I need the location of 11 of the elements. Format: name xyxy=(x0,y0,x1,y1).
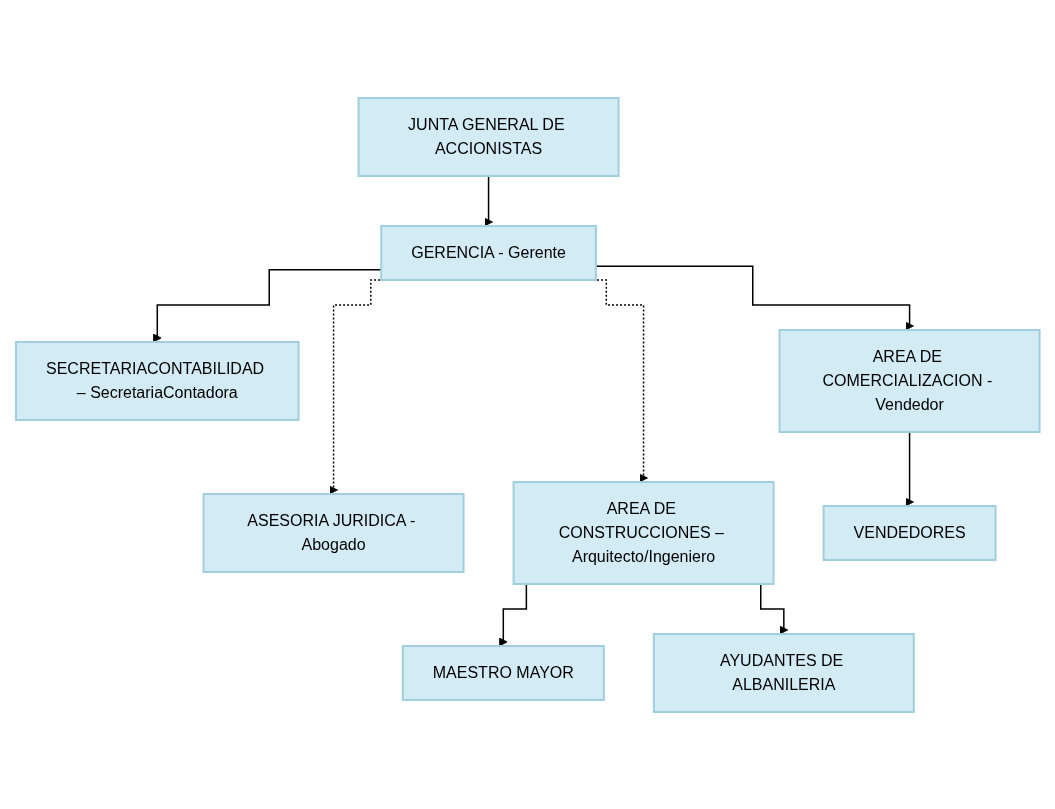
node-box: MAESTRO MAYOR xyxy=(401,644,605,701)
node-box: GERENCIA - Gerente xyxy=(379,224,597,281)
node-box: ASESORIA JURIDICA - Abogado xyxy=(202,492,465,573)
node-box: AYUDANTES DE ALBANILERIA xyxy=(652,632,915,713)
node-box: VENDEDORES xyxy=(822,504,997,561)
arrow xyxy=(483,174,493,226)
node-box: AREA DE COMERCIALIZACION - Vendedor xyxy=(778,328,1041,433)
node-box: AREA DE CONSTRUCCIONES – Arquitecto/Ingeniero xyxy=(512,480,775,585)
node-box: SECRETARIACONTABILIDAD – SecretariaContadora xyxy=(14,340,300,421)
arrow xyxy=(904,430,914,506)
node-box: JUNTA GENERAL DE ACCIONISTAS xyxy=(357,96,620,177)
